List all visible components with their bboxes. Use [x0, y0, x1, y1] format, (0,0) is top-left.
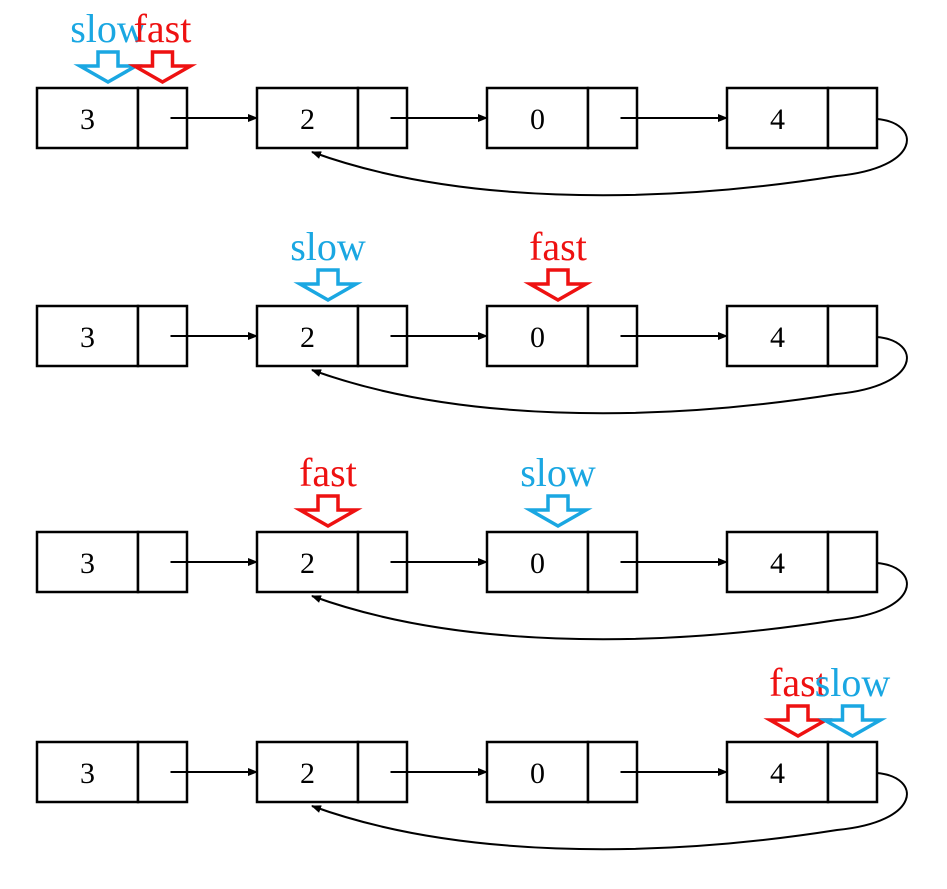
- cycle-link-arrow: [311, 772, 908, 851]
- node-value-box: [725, 304, 830, 368]
- fast-pointer-label: fast: [134, 6, 192, 51]
- cycle-link-arrow: [311, 118, 908, 197]
- node-value-box: [255, 740, 360, 804]
- node-value-box: [725, 740, 830, 804]
- slow-pointer-label: slow: [70, 6, 146, 51]
- slow-pointer-arrow: [293, 268, 363, 303]
- slow-pointer-arrow: [817, 704, 888, 739]
- slow-pointer-label: slow: [520, 450, 596, 495]
- node-value: 2: [300, 547, 315, 580]
- node-value-box: [35, 530, 140, 594]
- node-value: 4: [770, 757, 785, 790]
- node-value: 2: [300, 103, 315, 136]
- node-next-box: [826, 530, 879, 594]
- fast-pointer-arrow: [293, 494, 363, 529]
- node-value: 0: [530, 321, 545, 354]
- node-value-box: [485, 86, 590, 150]
- fast-pointer-arrow: [127, 50, 198, 85]
- node-value: 2: [300, 321, 315, 354]
- node-value-box: [35, 86, 140, 150]
- node-value: 3: [80, 103, 95, 136]
- node-value: 3: [80, 757, 95, 790]
- slow-pointer-arrow: [73, 50, 143, 85]
- node-value: 0: [530, 547, 545, 580]
- fast-pointer-arrow: [763, 704, 833, 739]
- slow-pointer-arrow: [523, 494, 593, 529]
- slow-pointer-label: slow: [815, 660, 891, 705]
- node-value: 4: [770, 547, 785, 580]
- slow-pointer-label: slow: [290, 224, 366, 269]
- fast-pointer-label: fast: [769, 660, 827, 705]
- node-value: 3: [80, 321, 95, 354]
- fast-pointer-arrow: [523, 268, 593, 303]
- node-value: 4: [770, 321, 785, 354]
- fast-pointer-label: fast: [299, 450, 357, 495]
- node-value: 4: [770, 103, 785, 136]
- node-next-box: [826, 740, 879, 804]
- node-value-box: [725, 530, 830, 594]
- node-value-box: [255, 86, 360, 150]
- node-next-box: [826, 86, 879, 150]
- node-value: 2: [300, 757, 315, 790]
- node-next-box: [586, 304, 639, 368]
- node-value: 3: [80, 547, 95, 580]
- node-value: 0: [530, 757, 545, 790]
- cycle-link-arrow: [311, 562, 908, 641]
- node-value-box: [725, 86, 830, 150]
- node-value: 0: [530, 103, 545, 136]
- fast-pointer-label: fast: [529, 224, 587, 269]
- node-next-box: [826, 304, 879, 368]
- cycle-link-arrow: [311, 336, 908, 415]
